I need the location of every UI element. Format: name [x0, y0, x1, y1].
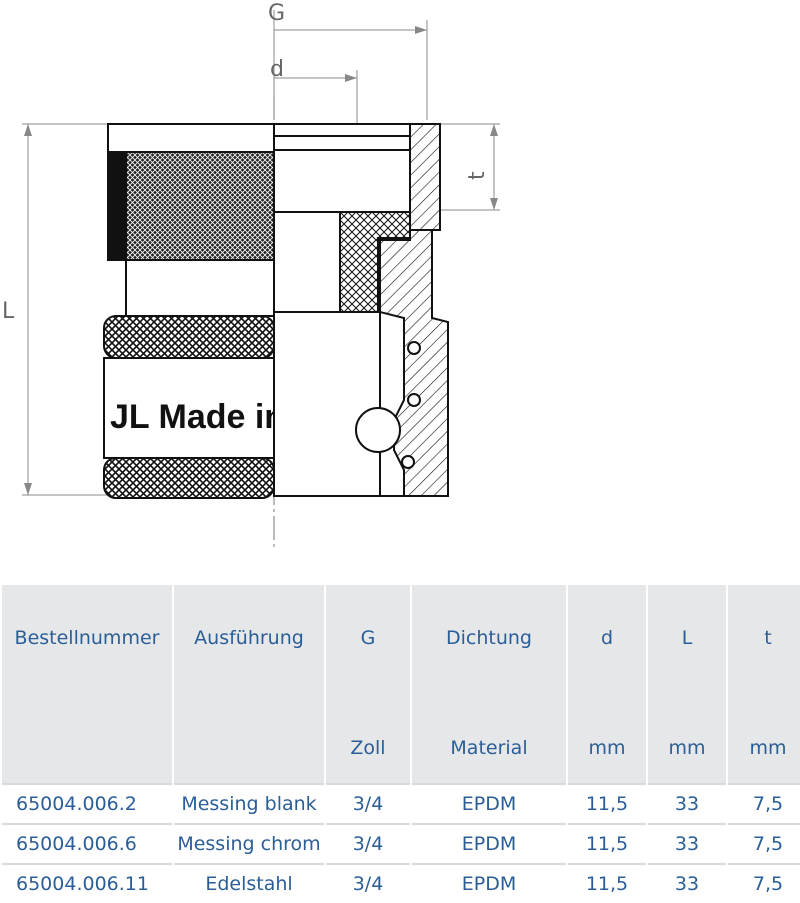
- dimension-t: [440, 123, 500, 211]
- spec-table: Bestellnummer Ausführung G Dichtung d L …: [0, 585, 800, 903]
- unit-dichtung: Material: [412, 737, 566, 783]
- header-bestellnummer: Bestellnummer: [2, 585, 172, 737]
- cell-dichtung: EPDM: [412, 783, 566, 823]
- cell-g: 3/4: [326, 863, 410, 903]
- cell-bestellnummer: 65004.006.2: [2, 783, 172, 823]
- dimension-g: [273, 10, 428, 120]
- table-row: 65004.006.2 Messing blank 3/4 EPDM 11,5 …: [2, 783, 800, 823]
- cell-bestellnummer: 65004.006.11: [2, 863, 172, 903]
- table-unit-row: Zoll Material mm mm mm: [2, 737, 800, 783]
- cell-t: 7,5: [728, 783, 800, 823]
- cell-d: 11,5: [568, 863, 646, 903]
- table-row: 65004.006.11 Edelstahl 3/4 EPDM 11,5 33 …: [2, 863, 800, 903]
- unit-t: mm: [728, 737, 800, 783]
- coupling-exterior-view: JL Made in: [103, 123, 285, 499]
- cell-l: 33: [648, 823, 726, 863]
- cell-l: 33: [648, 863, 726, 903]
- cell-ausfuehrung: Messing chrom: [174, 823, 324, 863]
- unit-ausfuehrung: [174, 737, 324, 783]
- header-dichtung: Dichtung: [412, 585, 566, 737]
- coupling-section-view: [273, 123, 449, 497]
- unit-d: mm: [568, 737, 646, 783]
- dimension-label-d: d: [270, 57, 284, 82]
- header-l: L: [648, 585, 726, 737]
- header-ausfuehrung: Ausführung: [174, 585, 324, 737]
- table-row: 65004.006.6 Messing chrom 3/4 EPDM 11,5 …: [2, 823, 800, 863]
- table-header-row: Bestellnummer Ausführung G Dichtung d L …: [2, 585, 800, 737]
- unit-l: mm: [648, 737, 726, 783]
- dimension-l: [22, 123, 108, 496]
- cell-ausfuehrung: Messing blank: [174, 783, 324, 823]
- dimension-label-t: t: [465, 171, 490, 180]
- cell-d: 11,5: [568, 823, 646, 863]
- cell-ausfuehrung: Edelstahl: [174, 863, 324, 903]
- cell-g: 3/4: [326, 823, 410, 863]
- dimension-label-g: G: [268, 1, 285, 26]
- cell-l: 33: [648, 783, 726, 823]
- etched-marking: JL Made in: [110, 398, 285, 436]
- header-t: t: [728, 585, 800, 737]
- dimension-label-l: L: [2, 299, 15, 324]
- unit-bestellnummer: [2, 737, 172, 783]
- cell-t: 7,5: [728, 863, 800, 903]
- cell-dichtung: EPDM: [412, 863, 566, 903]
- cell-g: 3/4: [326, 783, 410, 823]
- cell-bestellnummer: 65004.006.6: [2, 823, 172, 863]
- cell-dichtung: EPDM: [412, 823, 566, 863]
- cell-d: 11,5: [568, 783, 646, 823]
- unit-g: Zoll: [326, 737, 410, 783]
- technical-drawing: G d L t JL Made in: [2, 1, 500, 548]
- cell-t: 7,5: [728, 823, 800, 863]
- header-g: G: [326, 585, 410, 737]
- header-d: d: [568, 585, 646, 737]
